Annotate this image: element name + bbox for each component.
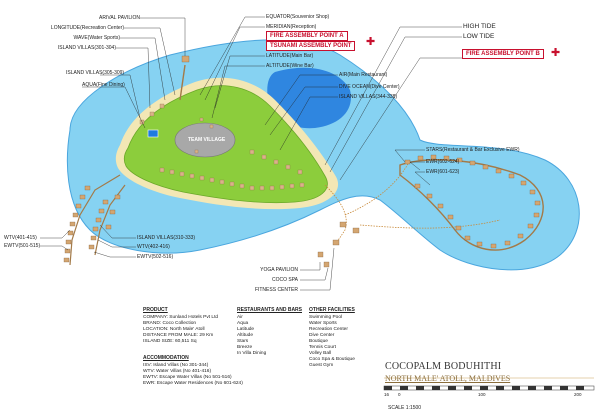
restaurant-item: Breeze [237, 345, 253, 350]
facility-item: Coco Spa & Boutique [309, 357, 355, 362]
label-equator: EQUATOR(Souvenior Shop) [266, 14, 330, 20]
spa-pavilions [317, 221, 360, 268]
product-section: PRODUCT COMPANY: Sunland Hotels Pvt Ltd … [143, 307, 218, 345]
facility-item: Dive Center [309, 333, 335, 338]
label-coco-spa: COCO SPA [271, 277, 298, 283]
restaurant-item: Stars [237, 339, 249, 344]
product-line: DISTANCE FROM MALE: 29 Km [143, 333, 214, 338]
swimming-pool [147, 129, 159, 138]
label-air: AIR(Main Restaurant) [339, 72, 388, 78]
facility-item: Water Sports [309, 321, 337, 326]
island-villas [139, 103, 305, 191]
walkways [324, 159, 501, 246]
label-wave: WAVE(Water Sports) [73, 35, 121, 41]
restaurant-item: Altitude [237, 333, 253, 338]
accommodation-line: WTV: Water Villas (No 401-416) [143, 369, 212, 374]
label-latitude: LATITUDE(Main Bar) [266, 53, 314, 59]
label-ewr-602: EWR(602-624) [426, 159, 460, 165]
facility-item: Boutique [309, 339, 328, 344]
product-heading: PRODUCT [143, 307, 168, 313]
first-aid-icon: ✚ [551, 46, 561, 59]
facilities-heading: OTHER FACILITIES [309, 307, 355, 313]
scale-tick-label: 100 [478, 392, 486, 397]
arrival-jetty [179, 64, 186, 101]
accommodation-section: ACCOMMODATION ISV: Island Villas (No 301… [143, 355, 243, 387]
fire-assembly-point-a: FIRE ASSEMBLY POINT A [266, 31, 348, 41]
ewr-villas [404, 154, 541, 249]
accommodation-line: ISV: Island Villas (No 301-344) [143, 363, 209, 368]
restaurant-item: Aqua [237, 321, 249, 326]
label-arival-pavilion: ARIVAL PAVILION [99, 15, 140, 21]
first-aid-icon: ✚ [366, 35, 376, 48]
high-tide-label: HIGH TIDE [463, 23, 496, 30]
team-village-label: TEAM VILLAGE [188, 137, 226, 143]
label-wtv-401: WTV(401-415) [4, 235, 37, 241]
scale-tick-label: 0 [398, 392, 401, 397]
accommodation-heading: ACCOMMODATION [143, 355, 189, 361]
left-water-villa-units [63, 185, 121, 263]
label-meridian: MERIDIAN(Reception) [266, 24, 317, 30]
label-ewr-601: EWR(601-623) [426, 169, 460, 175]
restaurant-item: In Villa Dining [237, 351, 267, 356]
facilities-section: OTHER FACILITIES Swimming Pool Water Spo… [309, 307, 355, 369]
label-island-villas-344: ISLAND VILLAS(344-338) [339, 94, 398, 100]
accommodation-line: EWR: Escape Water Residences (No 601-624… [143, 381, 243, 386]
product-line: BRAND: Coco Collection [143, 321, 197, 326]
label-dive-ocean: DIVE OCEAN(Dive Center) [339, 84, 400, 90]
label-yoga-pavilion: YOGA PAVILION [260, 267, 298, 273]
label-altitude: ALTITUDE(Wine Bar) [266, 63, 314, 69]
team-village-area [174, 122, 236, 158]
label-ewtv-501: EWTV(501-515) [4, 243, 41, 249]
tsunami-assembly-point: TSUNAMI ASSEMBLY POINT [266, 41, 356, 51]
scale-label: SCALE 1:1500 [388, 405, 422, 411]
label-island-villas-301: ISLAND VILLAS(301-304) [57, 45, 116, 51]
product-line: ISLAND SIZE: 60,511 Sq [143, 339, 197, 344]
restaurants-heading: RESTAURANTS AND BARS [237, 307, 302, 313]
restaurant-item: Latitude [237, 327, 255, 332]
label-island-villas-305: ISLAND VILLAS(305-309) [66, 70, 125, 76]
label-wtv-402: WTV(402-416) [137, 244, 170, 250]
scale-bar [383, 385, 595, 391]
restaurants-section: RESTAURANTS AND BARS Air Aqua Latitude A… [237, 307, 302, 357]
label-fitness-center: FITNESS CENTER [254, 287, 298, 293]
facility-item: Volley Ball [309, 351, 332, 356]
facility-item: Swimming Pool [309, 315, 343, 320]
label-ewtv-502: EWTV(502-516) [137, 254, 174, 260]
facility-item: Tennis Court [309, 345, 336, 350]
restaurant-item: Air [237, 315, 243, 320]
map-subtitle: NORTH MALE' ATOLL, MALDIVES [385, 374, 511, 383]
accommodation-line: EWTV: Escape Water Villas (No 501-516) [143, 375, 232, 380]
label-island-villas-310: ISLAND VILLAS(310-333) [137, 235, 196, 241]
facility-item: Recreation Center [309, 327, 348, 332]
map-title: COCOPALM BODUHITHI [385, 361, 502, 372]
leader-lines [40, 16, 462, 291]
label-stars: STARS(Restaurant & Bar Exclusive EWR) [426, 147, 520, 153]
product-line: LOCATION: North Male' Atoll [143, 327, 205, 332]
low-tide-label: LOW TIDE [463, 33, 495, 40]
fire-assembly-point-b: FIRE ASSEMBLY POINT B [462, 49, 544, 59]
scale-tick-label: 200 [574, 392, 582, 397]
product-line: COMPANY: Sunland Hotels Pvt Ltd [143, 315, 219, 320]
deep-lagoon [267, 67, 351, 129]
label-aqua: AQUA(Fine Dining) [82, 82, 125, 88]
label-longitude: LONGITUDE(Recreation Center) [50, 25, 124, 31]
facility-item: Guest Gym [309, 363, 334, 368]
scale-tick-label: 16 [384, 392, 390, 397]
